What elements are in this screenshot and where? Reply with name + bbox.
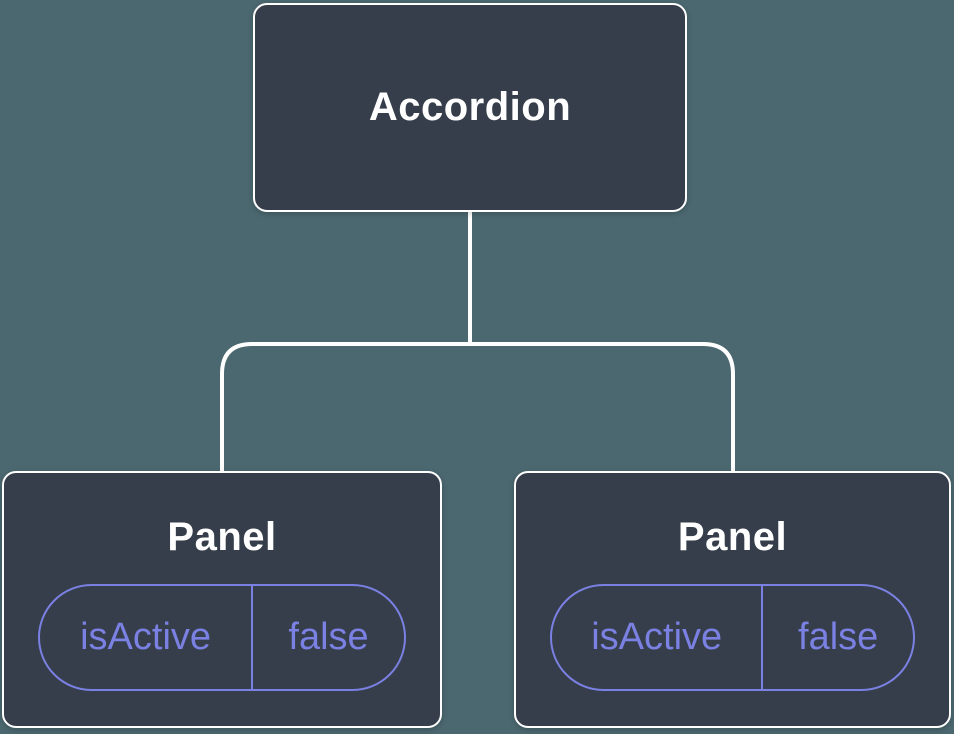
tree-node-panel-2: Panel isActive false: [514, 471, 951, 728]
panel-1-label: Panel: [167, 515, 277, 559]
accordion-node-label: Accordion: [368, 85, 572, 129]
panel-1-state-pill: isActive false: [38, 584, 406, 691]
state-key: isActive: [591, 616, 723, 658]
panel-1-state-value-cell: false: [253, 586, 404, 689]
tree-node-accordion: Accordion: [253, 3, 687, 212]
state-value: false: [798, 616, 879, 658]
tree-node-panel-1: Panel isActive false: [2, 471, 442, 728]
state-value: false: [288, 616, 369, 658]
panel-2-label: Panel: [677, 515, 788, 559]
panel-2-state-value-cell: false: [763, 586, 913, 689]
state-key: isActive: [80, 616, 212, 658]
panel-2-state-key-cell: isActive: [552, 586, 764, 689]
panel-1-state-key-cell: isActive: [40, 586, 254, 689]
connector-branch-bracket: [220, 342, 735, 472]
panel-2-state-pill: isActive false: [550, 584, 915, 691]
